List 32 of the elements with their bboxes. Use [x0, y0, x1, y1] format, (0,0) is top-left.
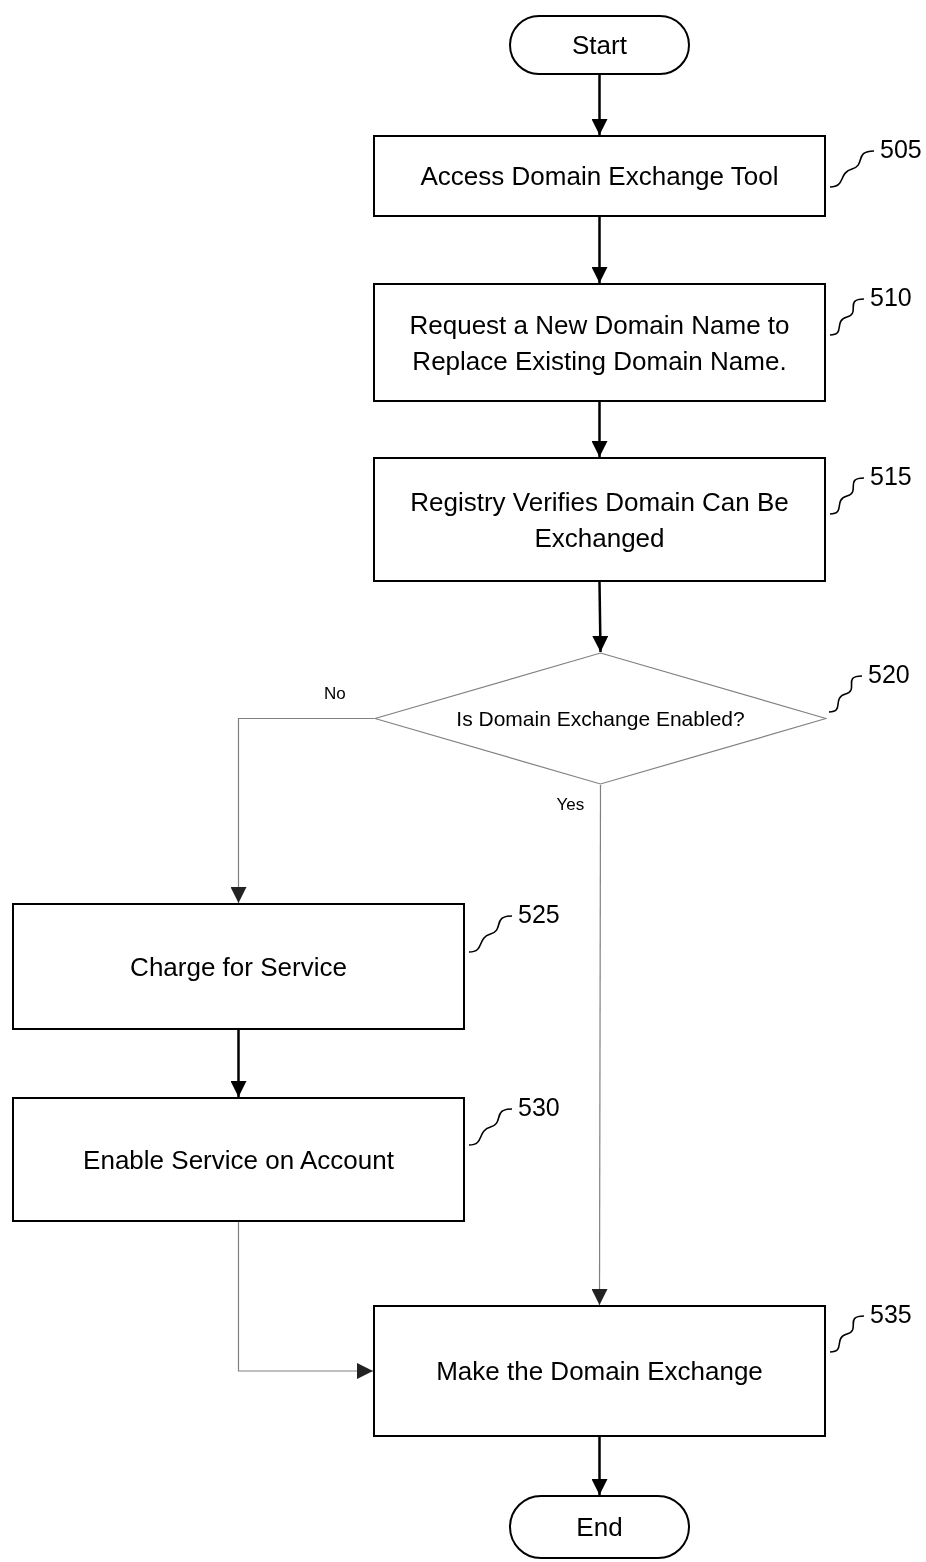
step-text: Charge for Service [129, 950, 348, 984]
reference-number: 530 [518, 1093, 560, 1122]
process-box [373, 1305, 826, 1437]
step-text: Access Domain Exchange Tool [419, 160, 780, 193]
arrow [230, 717, 375, 904]
step-text: End [575, 1511, 624, 1544]
step-text: Make the Domain Exchange [435, 1355, 764, 1388]
process-box [12, 903, 465, 1030]
arrow [237, 1221, 374, 1379]
arrow [230, 1030, 247, 1097]
arrow [591, 784, 608, 1306]
process-box [373, 457, 826, 582]
reference-number: 535 [870, 1300, 912, 1329]
decision-text: Is Domain Exchange Enabled? [455, 705, 746, 732]
step-text: Request a New Domain Name to Replace Existing Domain Name. [408, 308, 791, 378]
process-box [373, 283, 826, 402]
reference-number: 510 [870, 283, 912, 312]
arrow [592, 582, 609, 652]
step-text: Start [571, 29, 628, 62]
reference-number: 505 [880, 135, 922, 164]
arrow [591, 402, 608, 457]
process-box [373, 135, 826, 217]
reference-number: 515 [870, 462, 912, 491]
arrow [591, 217, 608, 283]
arrow [591, 1437, 608, 1495]
arrow [591, 75, 608, 135]
step-text: Registry Verifies Domain Can Be Exchanged [409, 485, 790, 555]
decision-diamond [374, 652, 827, 785]
reference-number: 525 [518, 900, 560, 929]
process-box [12, 1097, 465, 1222]
step-text: Enable Service on Account [82, 1143, 395, 1177]
reference-number: 520 [868, 660, 910, 689]
